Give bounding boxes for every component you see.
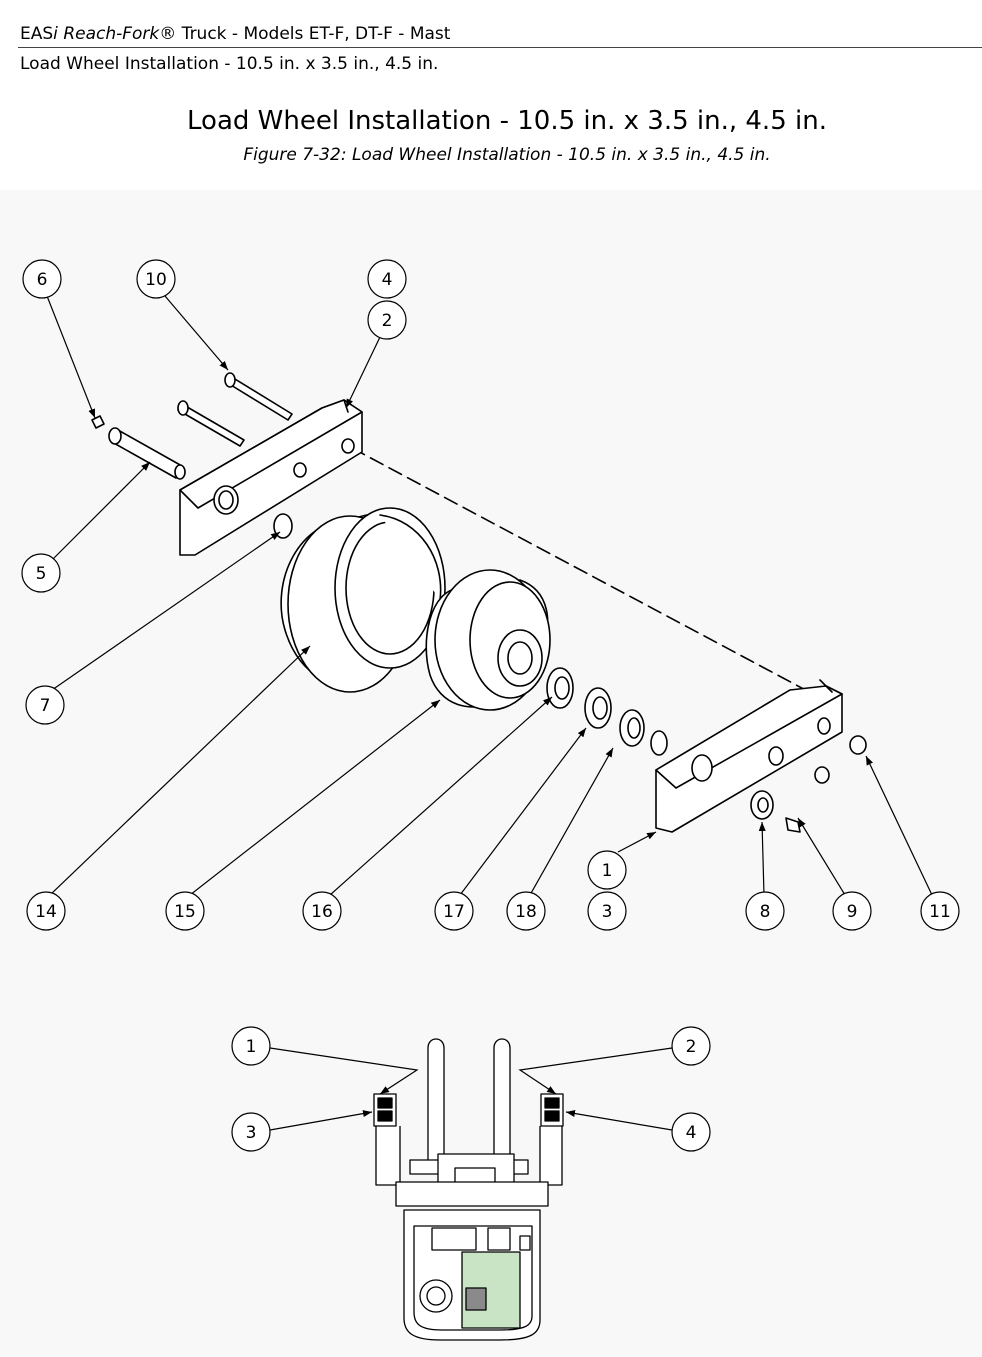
bearings — [546, 667, 668, 756]
exploded-view-drawing: 6 10 4 2 5 7 1 3 14 15 16 17 18 8 9 11 — [21, 259, 960, 1341]
leader-lines — [46, 295, 933, 896]
wheel-hub — [425, 569, 551, 711]
callout-5: 5 — [36, 564, 47, 584]
callout-4: 4 — [382, 270, 393, 290]
callout-17: 17 — [443, 902, 465, 922]
right-mounting-plate — [655, 679, 843, 833]
callout-16: 16 — [311, 902, 333, 922]
document-header-section: Load Wheel Installation - 10.5 in. x 3.5… — [20, 54, 439, 74]
callout-18: 18 — [515, 902, 537, 922]
document-header-title: EASi Reach-Fork® Truck - Models ET-F, DT… — [20, 24, 451, 44]
figure-caption: Figure 7-32: Load Wheel Installation - 1… — [243, 145, 771, 165]
callout-2: 2 — [382, 311, 393, 331]
locator-callout-circles — [231, 1026, 711, 1152]
locator-leader-lines — [269, 1047, 673, 1131]
figure-area: 6 10 4 2 5 7 1 3 14 15 16 17 18 8 9 11 — [0, 190, 982, 1357]
callout-14: 14 — [35, 902, 57, 922]
hardware-right — [750, 735, 867, 833]
callout-10: 10 — [145, 270, 167, 290]
callout-1: 1 — [602, 861, 613, 881]
long-bolts — [177, 372, 293, 447]
header-rule — [18, 47, 982, 48]
locator-callout-3: 3 — [246, 1123, 257, 1143]
callout-9: 9 — [847, 902, 858, 922]
callout-8: 8 — [760, 902, 771, 922]
callout-15: 15 — [174, 902, 196, 922]
locator-callout-2: 2 — [686, 1037, 697, 1057]
page-title: Load Wheel Installation - 10.5 in. x 3.5… — [187, 106, 827, 136]
callout-6: 6 — [37, 270, 48, 290]
callout-7: 7 — [40, 696, 51, 716]
callout-11: 11 — [929, 902, 951, 922]
locator-callout-4: 4 — [686, 1123, 697, 1143]
callout-3: 3 — [602, 902, 613, 922]
spacer-tube — [91, 415, 186, 480]
locator-callout-1: 1 — [246, 1037, 257, 1057]
callout-circles — [21, 259, 960, 931]
left-mounting-plate — [179, 399, 363, 556]
tire — [280, 507, 446, 693]
truck-locator-view — [373, 1038, 564, 1341]
axle-centerline — [351, 447, 829, 703]
